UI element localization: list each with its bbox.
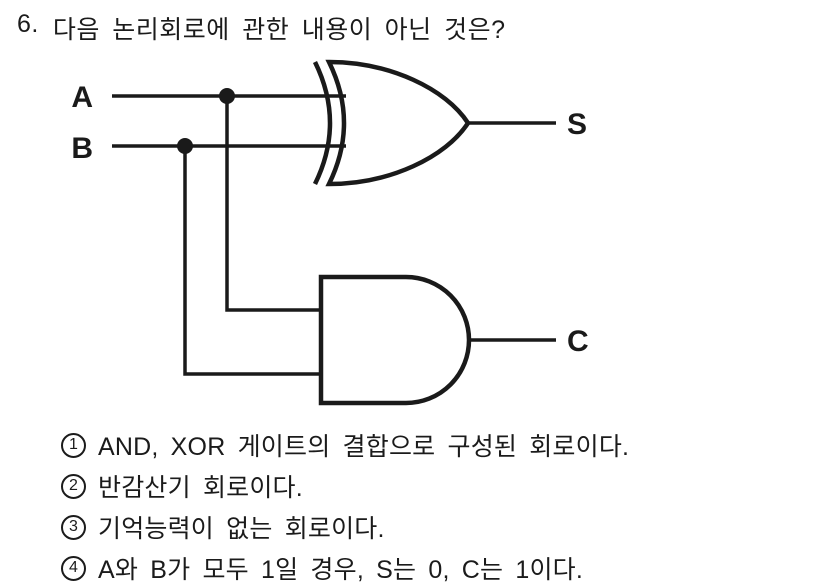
junction-dot-a (219, 88, 235, 104)
answer-choices: 1 AND, XOR 게이트의 결합으로 구성된 회로이다. 2 반감산기 회로… (61, 431, 629, 586)
choice-4-circled-marker: 4 (61, 555, 86, 581)
choice-1-text: AND, XOR 게이트의 결합으로 구성된 회로이다. (98, 433, 630, 461)
junction-dot-b (177, 138, 193, 154)
choice-2-text: 반감산기 회로이다. (98, 474, 303, 502)
choice-2[interactable]: 2 반감산기 회로이다. (61, 472, 629, 502)
output-label-s: S (567, 108, 587, 141)
choice-4-text: A와 B가 모두 1일 경우, S는 0, C는 1이다. (98, 556, 583, 584)
wire-branch-a-to-and (225, 96, 323, 312)
question-text: 다음 논리회로에 관한 내용이 아닌 것은? (52, 16, 506, 44)
choice-1-circled-marker: 1 (61, 432, 86, 458)
circuit-wires (112, 94, 556, 376)
question-number: 6. (17, 10, 39, 38)
choice-1[interactable]: 1 AND, XOR 게이트의 결합으로 구성된 회로이다. (61, 431, 629, 461)
and-gate-icon (318, 274, 472, 406)
input-label-b: B (71, 132, 93, 165)
wire-branch-b-to-and (183, 146, 323, 376)
xor-body (325, 59, 471, 187)
choice-3[interactable]: 3 기억능력이 없는 회로이다. (61, 513, 629, 543)
choice-3-circled-marker: 3 (61, 514, 86, 540)
output-label-c: C (567, 325, 589, 358)
xor-gate-icon (312, 59, 471, 187)
input-label-a: A (71, 81, 93, 114)
question-header: 6. 다음 논리회로에 관한 내용이 아닌 것은? (17, 10, 506, 46)
choice-4[interactable]: 4 A와 B가 모두 1일 경우, S는 0, C는 1이다. (61, 554, 629, 584)
choice-2-circled-marker: 2 (61, 473, 86, 499)
and-body (318, 274, 472, 406)
choice-3-text: 기억능력이 없는 회로이다. (98, 515, 385, 543)
xor-input-arc (312, 61, 333, 185)
